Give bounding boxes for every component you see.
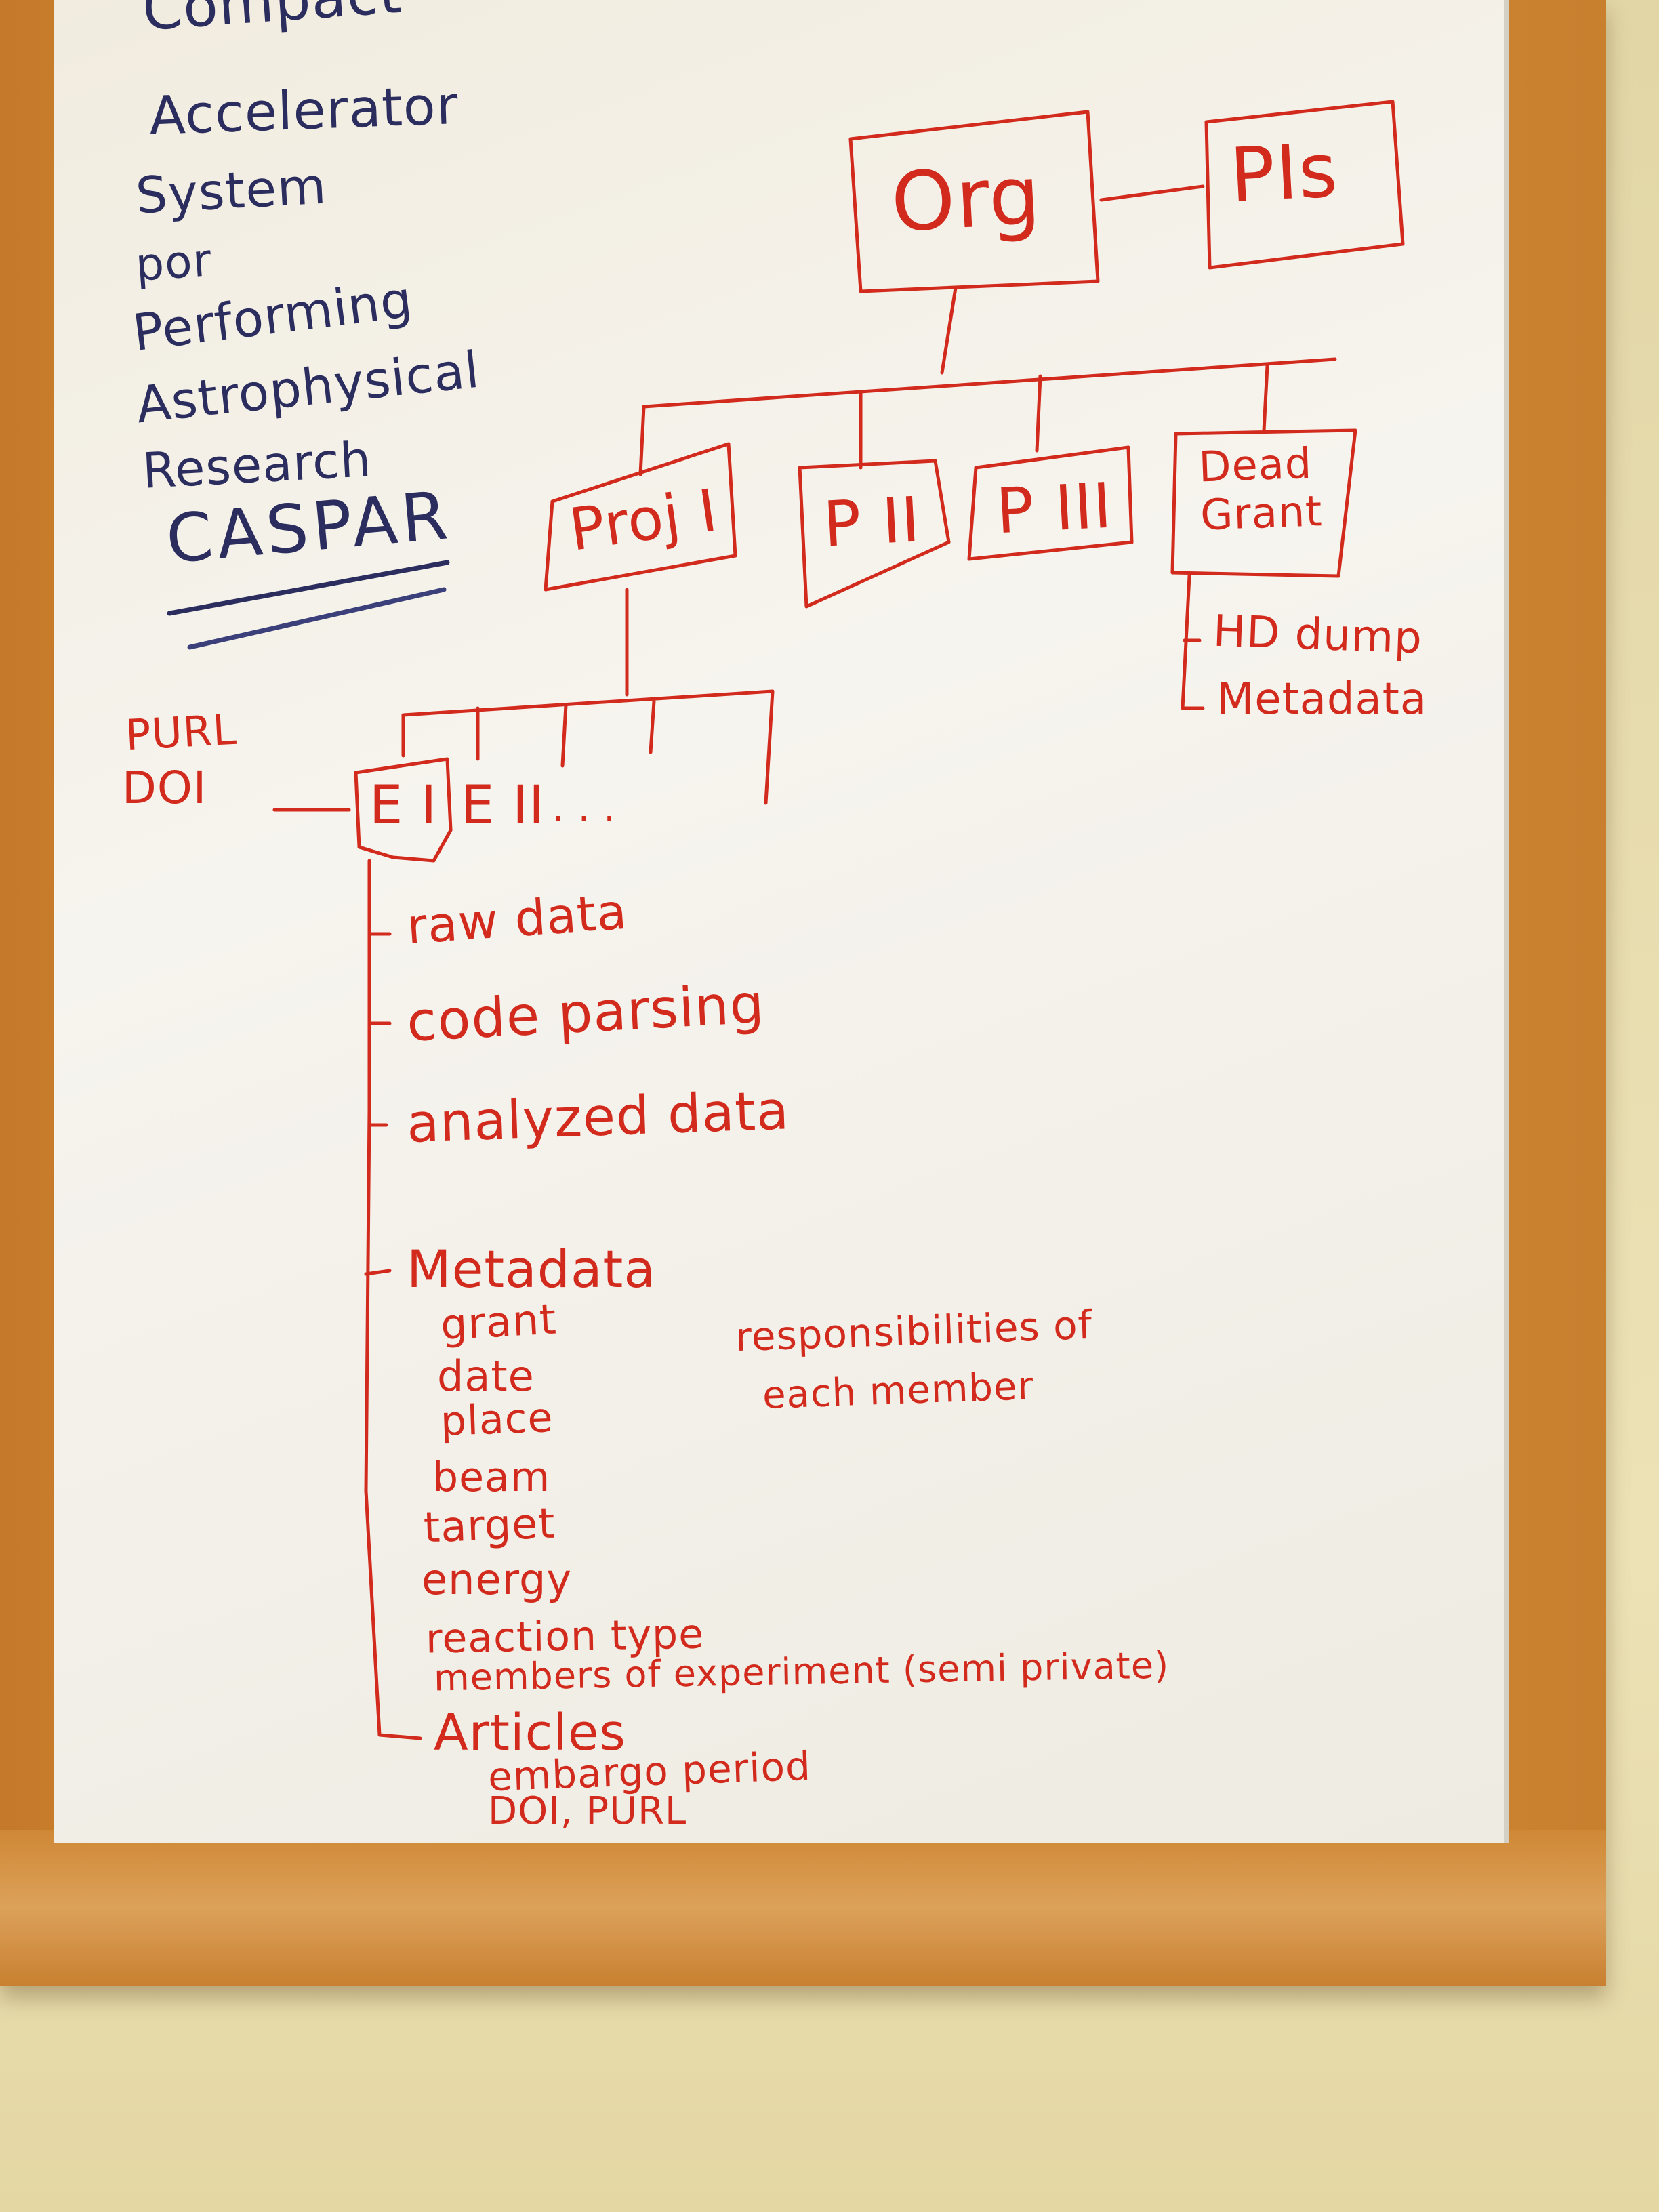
p-ii-box — [798, 459, 951, 609]
note-line-2: each member — [761, 1364, 1035, 1418]
experiment-trunk — [364, 859, 422, 1740]
dead-grant-item-hd-dump: HD dump — [1212, 606, 1424, 664]
note-line-1: responsibilities of — [734, 1301, 1094, 1361]
p-iii-box — [967, 445, 1134, 561]
e-i-box — [354, 757, 453, 863]
org-stem — [940, 286, 958, 375]
board-frame-tray — [0, 1830, 1606, 1986]
acronym-line-3: System — [134, 157, 329, 226]
branch-raw-data: raw data — [405, 882, 630, 956]
acronym-line-2: Accelerator — [148, 75, 460, 147]
branch-articles: Articles — [434, 1704, 626, 1762]
org-pis-connector — [1099, 184, 1205, 202]
whiteboard — [54, 0, 1509, 1843]
experiment-bus — [401, 689, 775, 717]
branch-metadata: Metadata — [407, 1239, 656, 1299]
identifier-purl: PURL — [124, 704, 239, 760]
experiment-node-e-ii: E II — [461, 775, 546, 836]
proj-i-box — [544, 442, 737, 592]
org-box — [848, 110, 1100, 293]
org-node-label: Org — [888, 148, 1044, 251]
pis-node-label: PIs — [1227, 126, 1340, 220]
acronym-line-4: por — [134, 234, 213, 291]
experiment-node-e-i: E I — [369, 775, 438, 836]
metadata-field-grant: grant — [439, 1294, 558, 1350]
metadata-field-target: target — [422, 1498, 556, 1553]
p-iii-node-label: P III — [994, 469, 1114, 548]
pis-box — [1204, 100, 1405, 270]
metadata-field-beam: beam — [432, 1454, 551, 1501]
branch-analyzed-data: analyzed data — [405, 1080, 791, 1155]
article-field-doi-purl: DOI, PURL — [488, 1789, 687, 1833]
p-ii-node-label: P II — [821, 483, 922, 561]
dead-grant-item-metadata: Metadata — [1216, 674, 1428, 724]
dead-grant-stem — [1181, 574, 1205, 710]
identifier-doi: DOI — [122, 762, 207, 814]
metadata-field-place: place — [439, 1394, 554, 1446]
caspar-underline-2 — [187, 587, 447, 650]
project-bus — [642, 357, 1337, 409]
metadata-field-energy: energy — [422, 1555, 573, 1604]
experiment-node-more: . . . — [552, 786, 617, 830]
dead-grant-node-label: Dead Grant — [1197, 438, 1324, 540]
caspar-underline-1 — [167, 560, 450, 616]
dead-grant-box — [1170, 428, 1357, 578]
metadata-field-date: date — [437, 1351, 535, 1401]
